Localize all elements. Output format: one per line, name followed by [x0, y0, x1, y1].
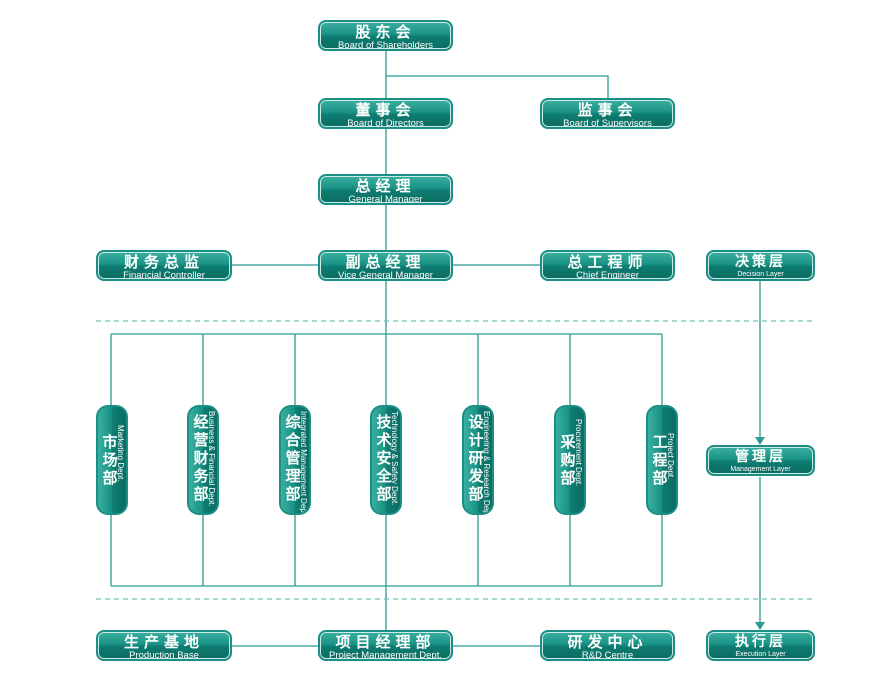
dept-title: 技术安全部 — [376, 413, 392, 503]
dept-business-financial: 经营财务部 Business & Financial Dept. — [187, 405, 219, 515]
board-of-shareholders-node: 股东会 Board of Shareholders — [318, 20, 453, 51]
node-subtitle: Board of Shareholders — [337, 40, 434, 51]
node-title: 总经理 — [355, 177, 416, 195]
node-subtitle: Execution Layer — [735, 651, 786, 658]
node-subtitle: Project Management Dept. — [328, 650, 442, 661]
node-title: 监事会 — [577, 101, 638, 119]
dept-integrated-management: 综合管理部 Integrated Management Dept. — [279, 405, 311, 515]
dept-subtitle: Marketing Dept. — [116, 425, 125, 482]
general-manager-node: 总经理 General Manager — [318, 174, 453, 205]
vice-general-manager-node: 副总经理 Vice General Manager — [318, 250, 453, 281]
dept-subtitle: Engineering & Research Dept. — [482, 411, 491, 515]
dept-subtitle: Project Dept. — [666, 433, 675, 480]
decision-layer-node: 决策层 Decision Layer — [706, 250, 815, 281]
dept-title: 工程部 — [652, 433, 668, 487]
dept-title: 市场部 — [102, 433, 118, 487]
dept-subtitle: Business & Financial Dept. — [207, 411, 216, 507]
dept-title: 经营财务部 — [193, 413, 209, 503]
dept-subtitle: Procurement Dept. — [574, 419, 583, 487]
node-title: 管理层 — [735, 449, 786, 465]
node-subtitle: Board of Directors — [347, 118, 424, 129]
node-subtitle: Financial Controller — [123, 270, 205, 281]
node-title: 股东会 — [355, 23, 416, 41]
node-subtitle: Production Base — [129, 650, 199, 661]
dept-subtitle: Integrated Management Dept. — [299, 411, 308, 515]
rd-centre-node: 研发中心 R&D Centre — [540, 630, 675, 661]
node-subtitle: Board of Supervisors — [563, 118, 652, 129]
dept-technology-safety: 技术安全部 Technology & Safety Dept. — [370, 405, 402, 515]
node-subtitle: Management Layer — [730, 466, 791, 473]
node-subtitle: General Manager — [348, 194, 423, 205]
chief-engineer-node: 总工程师 Chief Engineer — [540, 250, 675, 281]
dept-procurement: 采购部 Procurement Dept. — [554, 405, 586, 515]
dept-title: 综合管理部 — [285, 413, 301, 503]
node-subtitle: R&D Centre — [581, 650, 634, 661]
node-title: 总工程师 — [567, 253, 648, 271]
node-title: 执行层 — [735, 634, 786, 650]
node-title: 董事会 — [355, 101, 416, 119]
execution-layer-node: 执行层 Execution Layer — [706, 630, 815, 661]
node-title: 决策层 — [735, 254, 786, 270]
project-management-dept-node: 项目经理部 Project Management Dept. — [318, 630, 453, 661]
dept-subtitle: Technology & Safety Dept. — [390, 411, 399, 506]
dept-marketing: 市场部 Marketing Dept. — [96, 405, 128, 515]
node-subtitle: Chief Engineer — [576, 270, 639, 281]
dept-project: 工程部 Project Dept. — [646, 405, 678, 515]
node-title: 财务总监 — [123, 253, 204, 271]
node-subtitle: Vice General Manager — [338, 270, 433, 281]
node-title: 生产基地 — [123, 633, 204, 651]
board-of-directors-node: 董事会 Board of Directors — [318, 98, 453, 129]
dept-title: 设计研发部 — [468, 413, 484, 503]
node-title: 副总经理 — [345, 253, 426, 271]
node-title: 项目经理部 — [335, 633, 436, 651]
production-base-node: 生产基地 Production Base — [96, 630, 232, 661]
board-of-supervisors-node: 监事会 Board of Supervisors — [540, 98, 675, 129]
management-layer-node: 管理层 Management Layer — [706, 445, 815, 476]
financial-controller-node: 财务总监 Financial Controller — [96, 250, 232, 281]
node-title: 研发中心 — [567, 633, 648, 651]
dept-engineering-research: 设计研发部 Engineering & Research Dept. — [462, 405, 494, 515]
dept-title: 采购部 — [560, 433, 576, 487]
node-subtitle: Decision Layer — [737, 271, 784, 278]
